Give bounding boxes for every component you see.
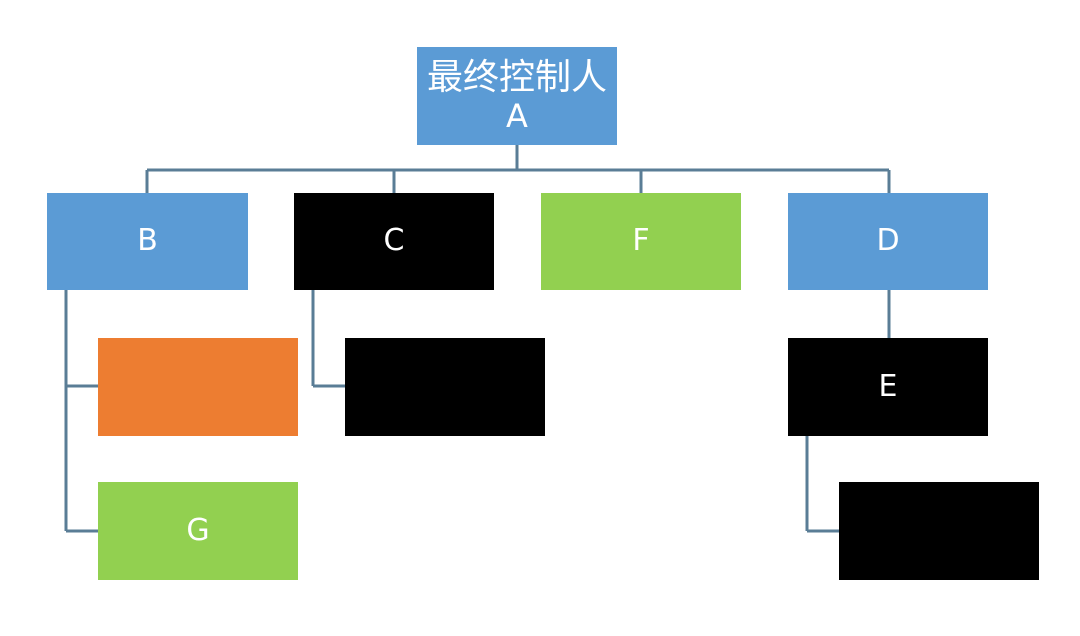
node-f: F bbox=[541, 193, 741, 290]
node-e: E bbox=[788, 338, 988, 436]
node-b: B bbox=[47, 193, 248, 290]
node-f-label: F bbox=[632, 223, 650, 259]
node-c: C bbox=[294, 193, 494, 290]
node-b-child-orange bbox=[98, 338, 298, 436]
node-e-child-black bbox=[839, 482, 1039, 580]
node-d: D bbox=[788, 193, 988, 290]
node-g: G bbox=[98, 482, 298, 580]
node-d-label: D bbox=[876, 223, 900, 259]
node-root-title: 最终控制人 bbox=[426, 56, 607, 98]
node-c-child-black bbox=[345, 338, 545, 436]
node-e-label: E bbox=[878, 368, 898, 404]
node-root-label: A bbox=[506, 97, 528, 136]
node-c-label: C bbox=[383, 223, 405, 259]
node-g-label: G bbox=[186, 512, 210, 548]
node-b-label: B bbox=[137, 223, 158, 259]
node-root: 最终控制人 A bbox=[417, 47, 617, 145]
